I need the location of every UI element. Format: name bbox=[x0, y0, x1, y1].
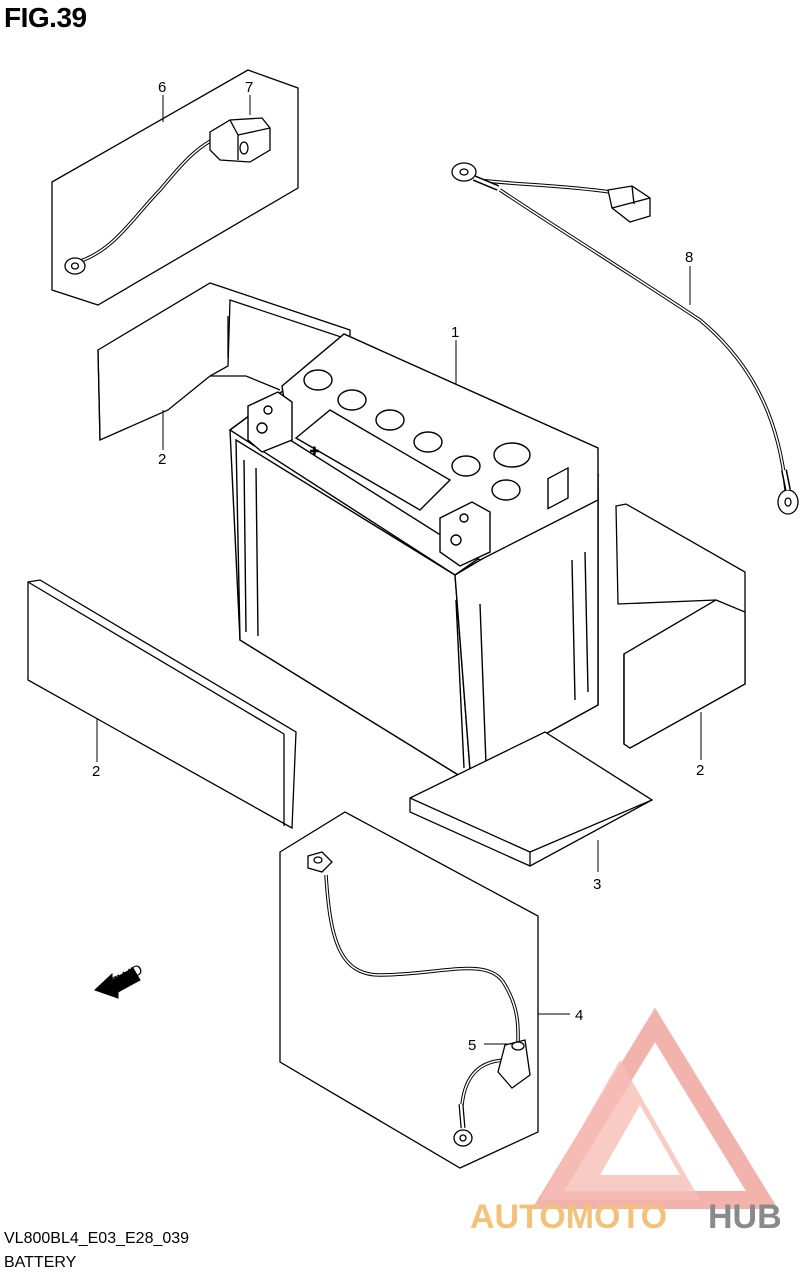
watermark-text-main: AUTOMOTO bbox=[470, 1198, 667, 1236]
watermark-text: AUTOMOTO HUB bbox=[470, 1198, 782, 1236]
figure-title: FIG.39 bbox=[4, 2, 87, 33]
section-name: BATTERY bbox=[4, 1254, 77, 1271]
callout-5: 5 bbox=[468, 1037, 476, 1054]
forward-direction-arrow: FWD bbox=[94, 961, 146, 999]
callout-6: 6 bbox=[158, 79, 166, 96]
pad-3 bbox=[409, 731, 654, 867]
callout-2-right: 2 bbox=[696, 762, 704, 779]
cable-panel-4 bbox=[279, 811, 539, 1169]
callout-1: 1 bbox=[451, 324, 459, 341]
harness-lead-8 bbox=[451, 162, 799, 515]
callout-8: 8 bbox=[685, 249, 693, 266]
leader-lines bbox=[96, 95, 702, 1045]
callout-3: 3 bbox=[593, 876, 601, 893]
battery-terminal-positive bbox=[247, 391, 293, 453]
callout-7: 7 bbox=[245, 79, 253, 96]
spacer-2-right bbox=[615, 503, 746, 749]
battery-1: + bbox=[228, 333, 600, 777]
battery-terminal-negative bbox=[439, 501, 491, 567]
callout-2-upper-left: 2 bbox=[158, 451, 166, 468]
watermark-text-hub: HUB bbox=[708, 1198, 782, 1236]
harness-panel-6 bbox=[51, 69, 299, 306]
spacer-2-upper-left bbox=[97, 282, 351, 441]
model-code: VL800BL4_E03_E28_039 bbox=[4, 1230, 190, 1247]
callout-2-lower-left: 2 bbox=[92, 763, 100, 780]
svg-text:+: + bbox=[310, 443, 319, 460]
callout-4: 4 bbox=[575, 1007, 583, 1024]
spacer-2-left bbox=[27, 579, 297, 830]
watermark-logo bbox=[531, 1007, 779, 1209]
